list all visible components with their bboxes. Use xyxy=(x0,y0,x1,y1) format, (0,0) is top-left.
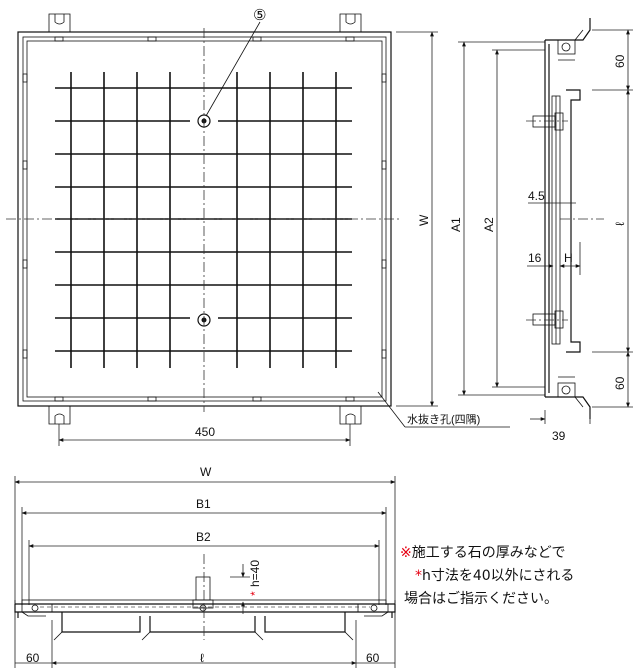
dim-16-label: 16 xyxy=(528,251,542,265)
dim-60-bottom-label: 60 xyxy=(613,376,627,390)
mounting-tab xyxy=(339,13,362,32)
frame-clip xyxy=(147,36,157,42)
frame-clip xyxy=(345,396,355,402)
callout-leader xyxy=(205,21,261,117)
front-tray xyxy=(61,612,346,633)
frame-clip xyxy=(54,396,64,402)
frame-clip xyxy=(54,36,64,42)
note-text-3: 場合はご指示ください。 xyxy=(404,591,558,607)
frame-clip xyxy=(22,73,28,83)
side-frame-profile xyxy=(544,18,591,419)
frame-clip xyxy=(345,36,355,42)
note-text-1: 施工する石の厚みなどで xyxy=(411,545,566,561)
note-mark: ※ xyxy=(400,545,412,561)
front-center-bolt xyxy=(192,576,214,612)
note-line-3: 場合はご指示ください。 xyxy=(400,588,632,611)
note-star: * xyxy=(415,568,422,584)
note-line-2: *h寸法を40以外にされる xyxy=(400,565,632,588)
dim-front-l-label: ℓ xyxy=(200,651,204,665)
callout-number: ⑤ xyxy=(253,7,266,24)
frame-clip xyxy=(22,160,28,170)
dim-a2-label: A2 xyxy=(482,217,496,232)
frame-clip xyxy=(381,349,387,359)
dim-front-60-right-label: 60 xyxy=(366,651,380,665)
frame-clip xyxy=(381,160,387,170)
front-view: W B1 B2 xyxy=(14,465,396,668)
note-line-1: ※施工する石の厚みなどで xyxy=(400,542,632,565)
dim-front-w-label: W xyxy=(200,465,212,479)
frame-clip xyxy=(22,349,28,359)
dim-l-label: ℓ xyxy=(613,222,627,226)
frame-clip xyxy=(381,259,387,269)
dim-front-60-left-label: 60 xyxy=(26,651,40,665)
side-clamp-top xyxy=(557,29,584,61)
side-bolt-bottom xyxy=(526,310,568,329)
instruction-note: ※施工する石の厚みなどで *h寸法を40以外にされる 場合はご指示ください。 xyxy=(400,542,632,611)
dim-w-label: W xyxy=(417,214,431,226)
frame-clip xyxy=(252,36,262,42)
dim-39-label: 39 xyxy=(552,429,566,443)
frame-clip xyxy=(252,396,262,402)
front-bracket-left xyxy=(14,600,53,620)
mounting-tab xyxy=(339,406,362,425)
side-clamp-bottom xyxy=(557,376,584,408)
frame-clip xyxy=(381,73,387,83)
dim-b2-label: B2 xyxy=(196,530,211,544)
mounting-tab xyxy=(48,406,71,425)
dim-450-label: 450 xyxy=(195,425,215,439)
note-text-2: h寸法を40以外にされる xyxy=(422,568,575,584)
dim-h-label: H xyxy=(564,251,573,265)
plan-view: ⑤ 水抜き孔(四隅) 450 xyxy=(6,7,510,446)
dim-b1-label: B1 xyxy=(196,497,211,511)
dim-h40-star: * xyxy=(248,591,262,596)
frame-clip xyxy=(22,259,28,269)
grating-grid xyxy=(55,72,352,368)
drain-leader xyxy=(377,391,406,428)
dim-h40-label: h=40 xyxy=(248,560,262,587)
side-view: W A1 A2 xyxy=(396,18,633,443)
front-bracket-right xyxy=(357,600,396,620)
front-tray-rib xyxy=(53,631,354,641)
frame-clip xyxy=(147,396,157,402)
drain-hole-label: 水抜き孔(四隅) xyxy=(407,412,480,426)
mounting-tab xyxy=(48,13,71,32)
dim-a1-label: A1 xyxy=(449,217,463,232)
dim-4-5-label: 4.5 xyxy=(528,189,545,203)
side-bolt-top xyxy=(526,112,568,131)
dim-60-top-label: 60 xyxy=(613,54,627,68)
